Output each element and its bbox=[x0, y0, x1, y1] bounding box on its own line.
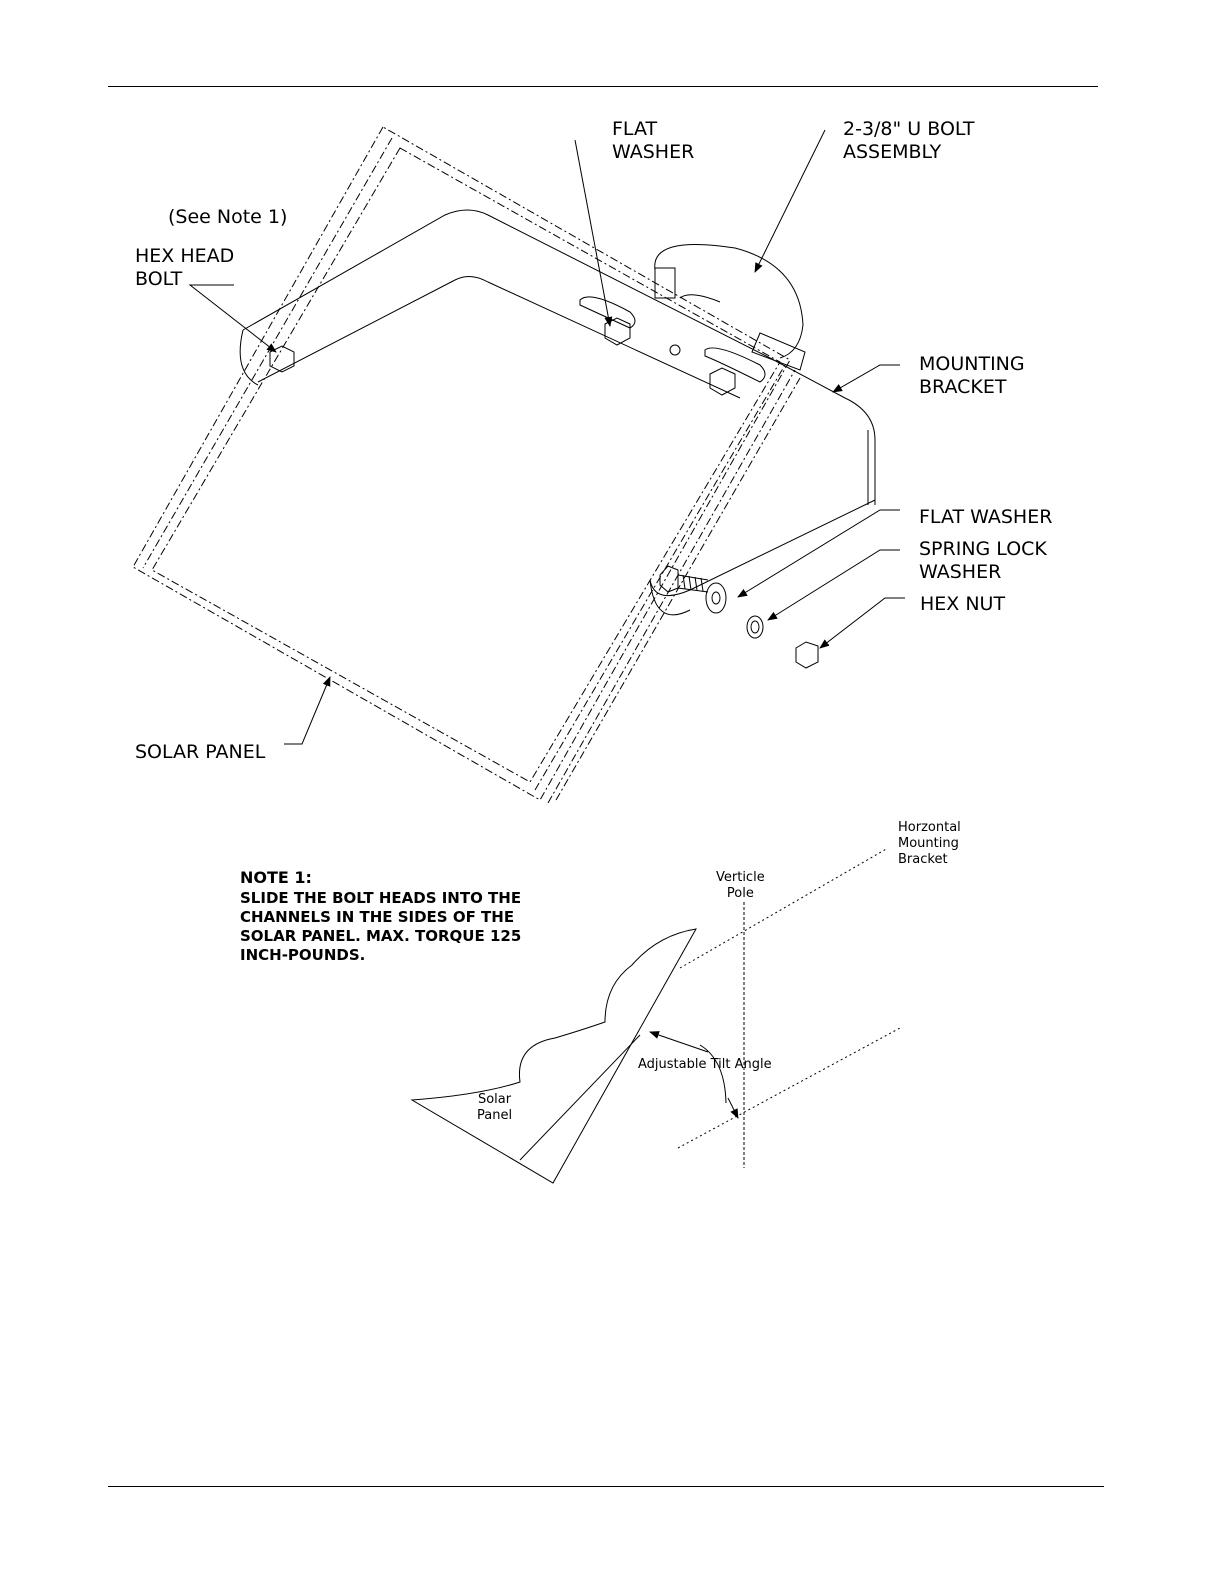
note-line: SLIDE THE BOLT HEADS INTO THE bbox=[240, 889, 522, 907]
label-adjustable-tilt-angle: Adjustable Tilt Angle bbox=[638, 1057, 772, 1072]
label-vertical-pole: Verticle Pole bbox=[716, 870, 765, 901]
tilt-angle-detail bbox=[410, 847, 901, 1184]
note-line: INCH-POUNDS. bbox=[240, 946, 366, 964]
label-spring-lock-washer: SPRING LOCK WASHER bbox=[919, 538, 1047, 583]
note-line: CHANNELS IN THE SIDES OF THE bbox=[240, 908, 515, 926]
label-u-bolt-assembly: 2-3/8" U BOLT ASSEMBLY bbox=[843, 118, 975, 163]
label-horizontal-mounting-bracket: Horzontal Mounting Bracket bbox=[898, 820, 961, 867]
label-detail-solar-panel: Solar Panel bbox=[477, 1092, 513, 1123]
footer-rule bbox=[108, 1486, 1104, 1487]
note-heading: NOTE 1: bbox=[240, 868, 312, 887]
label-see-note: (See Note 1) bbox=[168, 206, 288, 228]
label-mounting-bracket: MOUNTING BRACKET bbox=[919, 353, 1025, 398]
label-flat-washer: FLAT WASHER bbox=[919, 506, 1053, 528]
label-hex-nut: HEX NUT bbox=[920, 593, 1006, 615]
note-1: NOTE 1: SLIDE THE BOLT HEADS INTO THE CH… bbox=[240, 868, 521, 965]
note-line: SOLAR PANEL. MAX. TORQUE 125 bbox=[240, 927, 522, 945]
leader-lines bbox=[188, 129, 905, 745]
header-rule bbox=[108, 86, 1098, 87]
label-hex-head-bolt: HEX HEAD BOLT bbox=[135, 245, 235, 290]
label-flat-washer-top: FLAT WASHER bbox=[612, 118, 695, 163]
label-solar-panel: SOLAR PANEL bbox=[135, 741, 266, 763]
mounting-bracket-drawing bbox=[239, 209, 876, 669]
